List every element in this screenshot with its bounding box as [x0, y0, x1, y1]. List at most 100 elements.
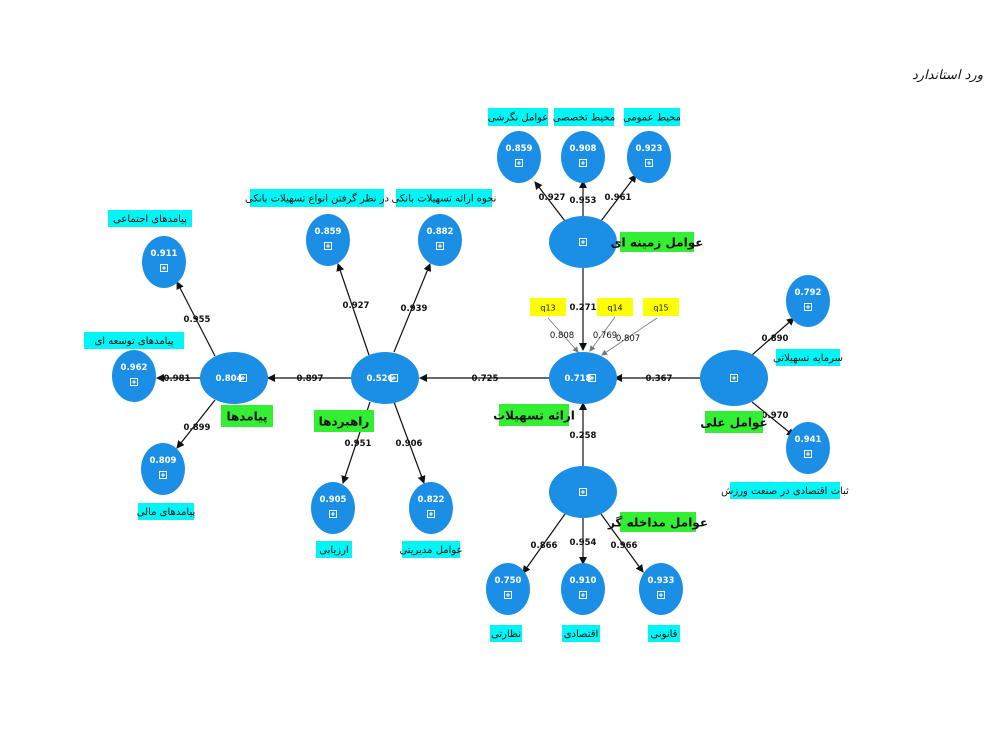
node-value: 0.526	[367, 374, 394, 384]
label-box	[402, 541, 460, 558]
label-sabat: ثبات اقتصادی در صنعت ورزش	[721, 482, 849, 499]
node-ellipse	[141, 443, 185, 495]
expand-icon[interactable]	[645, 159, 653, 167]
edge-label-zam-omoomi: 0.961	[605, 193, 632, 203]
label-text: q14	[607, 304, 622, 313]
node-negareshi: 0.859	[497, 131, 541, 183]
label-box	[490, 625, 522, 642]
node-pa-ejtemaei: 0.911	[142, 236, 186, 288]
edge-rah-baynazar	[336, 263, 370, 356]
label-text: ارائه تسهیلات	[493, 409, 575, 423]
node-payamadha: 0.804	[200, 352, 268, 404]
node-value: 0.859	[315, 227, 342, 237]
node-ellipse	[561, 563, 605, 615]
label-box	[396, 189, 492, 207]
node-arzyabi: 0.905	[311, 482, 355, 534]
label-q15: q15	[643, 298, 679, 316]
node-takhasosi: 0.908	[561, 131, 605, 183]
expand-icon[interactable]	[588, 374, 596, 382]
expand-icon[interactable]	[324, 242, 332, 250]
label-text: عوامل مدیریتی	[399, 545, 462, 556]
edge-label-zam-takhasosi: 0.953	[570, 196, 597, 206]
node-value: 0.804	[216, 374, 243, 384]
label-takhasosi: محیط تخصصی	[553, 108, 615, 126]
expand-icon[interactable]	[130, 378, 138, 386]
edge-label-pay-tose: 0.981	[164, 374, 191, 384]
label-eghtesadi: اقتصادی	[562, 625, 600, 642]
node-ellipse	[351, 352, 419, 404]
node-ellipse	[786, 275, 830, 327]
label-sarmaye: سرمایه تسهیلاتی	[773, 349, 843, 366]
node-ellipse	[486, 563, 530, 615]
edge-label-mod-ghanooni: 0.966	[611, 541, 638, 551]
edge-elli-sabat	[751, 401, 795, 437]
label-box	[221, 405, 273, 427]
expand-icon[interactable]	[239, 374, 247, 382]
label-box	[250, 189, 384, 207]
expand-icon[interactable]	[390, 374, 398, 382]
expand-icon[interactable]	[730, 374, 738, 382]
label-box	[730, 482, 840, 499]
edge-mod-ghanooni	[600, 513, 644, 573]
label-text: قانونی	[651, 629, 678, 640]
edge-label-rah-modiriyati: 0.906	[396, 439, 423, 449]
node-elli	[700, 350, 768, 406]
label-q13: q13	[530, 298, 566, 316]
label-elli: عوامل علی	[700, 411, 768, 433]
node-ellipse	[561, 131, 605, 183]
expand-icon[interactable]	[579, 591, 587, 599]
edge-labels: 0.927 0.939 0.955 0.981 0.899 0.897 0.95…	[164, 193, 789, 551]
label-box	[648, 625, 680, 642]
edge-label-mod-eghtesadi: 0.954	[570, 538, 597, 548]
node-value: 0.718	[565, 374, 592, 384]
node-ellipse	[142, 236, 186, 288]
expand-icon[interactable]	[329, 510, 337, 518]
expand-icon[interactable]	[579, 488, 587, 496]
edge-zam-omoomi	[600, 174, 637, 222]
node-value: 0.882	[427, 227, 454, 237]
label-modakhele: عوامل مداخله گر	[607, 512, 708, 532]
label-text: اقتصادی	[564, 629, 599, 640]
node-ellipse	[200, 352, 268, 404]
label-box	[643, 298, 679, 316]
edge-label-rah-baynazar: 0.927	[343, 301, 370, 311]
expand-icon[interactable]	[160, 264, 168, 272]
label-box	[776, 349, 840, 366]
expand-icon[interactable]	[504, 591, 512, 599]
label-text: محیط تخصصی	[553, 113, 615, 124]
node-ellipse	[306, 214, 350, 266]
label-box	[705, 411, 763, 433]
edge-label-elli-sabat: 0.970	[762, 411, 789, 421]
node-value: 0.859	[506, 144, 533, 154]
expand-icon[interactable]	[579, 159, 587, 167]
edge-label-pay-ejtemaei: 0.955	[184, 315, 211, 325]
node-ellipse	[549, 352, 617, 404]
label-zamine: عوامل زمینه ای	[611, 232, 703, 252]
label-text: نحوه ارائه تسهیلات بانکی	[392, 194, 497, 205]
expand-icon[interactable]	[436, 242, 444, 250]
node-ghanooni: 0.933	[639, 563, 683, 615]
diagram-title: مدل آزمون شده پژوهش در حالت برآورد استان…	[912, 66, 984, 83]
expand-icon[interactable]	[804, 303, 812, 311]
node-ellipse	[311, 482, 355, 534]
node-erae: 0.718	[549, 352, 617, 404]
node-value: 0.933	[648, 576, 675, 586]
expand-icon[interactable]	[657, 591, 665, 599]
label-pa-ejtemaei: پیامدهای اجتماعی	[108, 210, 192, 227]
node-value: 0.822	[418, 495, 445, 505]
label-text: ارزیابی	[319, 545, 348, 556]
label-box	[316, 541, 352, 558]
label-negareshi: عوامل نگرشی	[488, 108, 548, 126]
expand-icon[interactable]	[427, 510, 435, 518]
label-box	[108, 210, 192, 227]
expand-icon[interactable]	[579, 238, 587, 246]
expand-icon[interactable]	[804, 450, 812, 458]
label-arzyabi: ارزیابی	[316, 541, 352, 558]
node-value: 0.908	[570, 144, 597, 154]
expand-icon[interactable]	[515, 159, 523, 167]
edge-label-q15-erae: 0.807	[616, 334, 640, 344]
node-value: 0.750	[495, 576, 522, 586]
label-text: ثبات اقتصادی در صنعت ورزش	[721, 486, 849, 497]
expand-icon[interactable]	[159, 471, 167, 479]
